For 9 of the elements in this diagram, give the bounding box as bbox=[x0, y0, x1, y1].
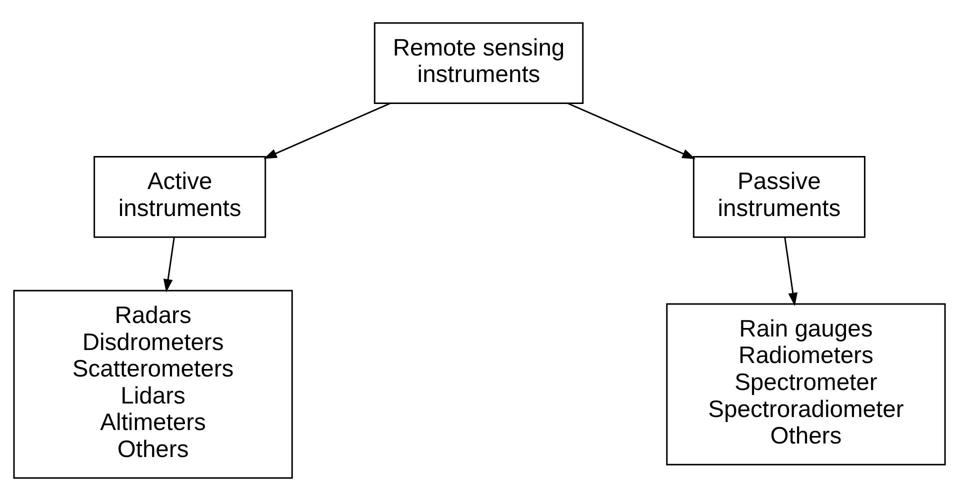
arrow bbox=[263, 102, 391, 158]
node-box: Remote sensing instruments bbox=[374, 22, 584, 104]
arrow bbox=[784, 236, 798, 306]
node-box: Radars Disdrometers Scatterometers Lidars Altimeters Others bbox=[13, 289, 293, 478]
arrow bbox=[567, 102, 696, 159]
node-box: Passive instruments bbox=[692, 156, 866, 238]
node-box: Active instruments bbox=[94, 156, 266, 238]
node-box: Rain gauges Radiometers Spectrometer Spectroradiometer Others bbox=[666, 302, 946, 465]
arrow bbox=[163, 236, 175, 292]
